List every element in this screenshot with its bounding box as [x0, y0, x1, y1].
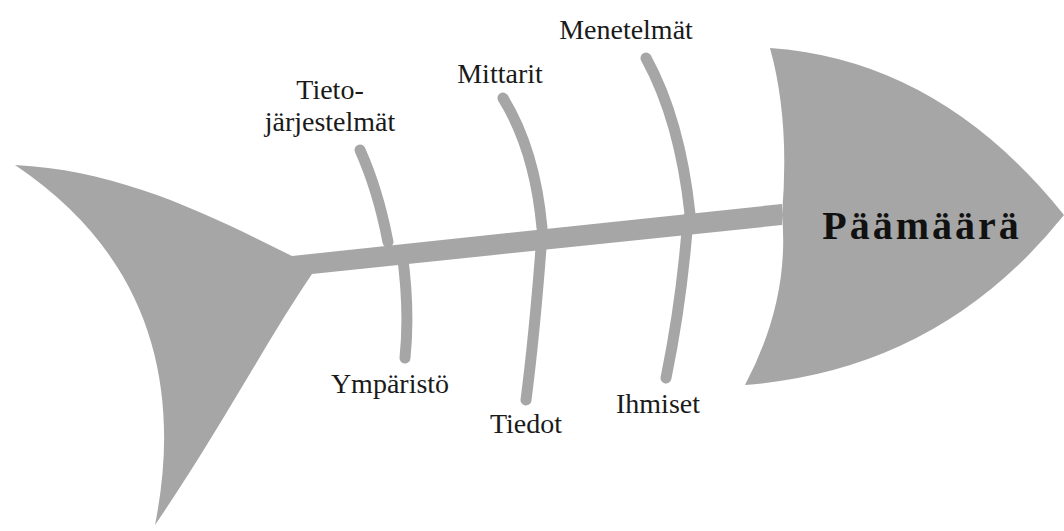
bone-label: Tieto- järjestelmät [252, 74, 408, 138]
bone-label: Menetelmät [526, 14, 726, 46]
bone [503, 98, 542, 228]
goal-text: Päämäärä [822, 202, 1022, 249]
bone-label: Ympäristö [290, 368, 490, 400]
bone-label: Ihmiset [558, 388, 758, 420]
head-outline [745, 48, 1064, 385]
goal-head: Päämäärä [740, 45, 1064, 390]
bone [646, 58, 690, 214]
fish-body [15, 165, 782, 525]
bone [666, 218, 688, 378]
bone [526, 235, 542, 400]
bone [402, 252, 407, 358]
bone-label: Mittarit [400, 58, 600, 90]
bone-label: Tiedot [426, 408, 626, 440]
fish-bones [360, 58, 690, 400]
bone [360, 150, 388, 242]
